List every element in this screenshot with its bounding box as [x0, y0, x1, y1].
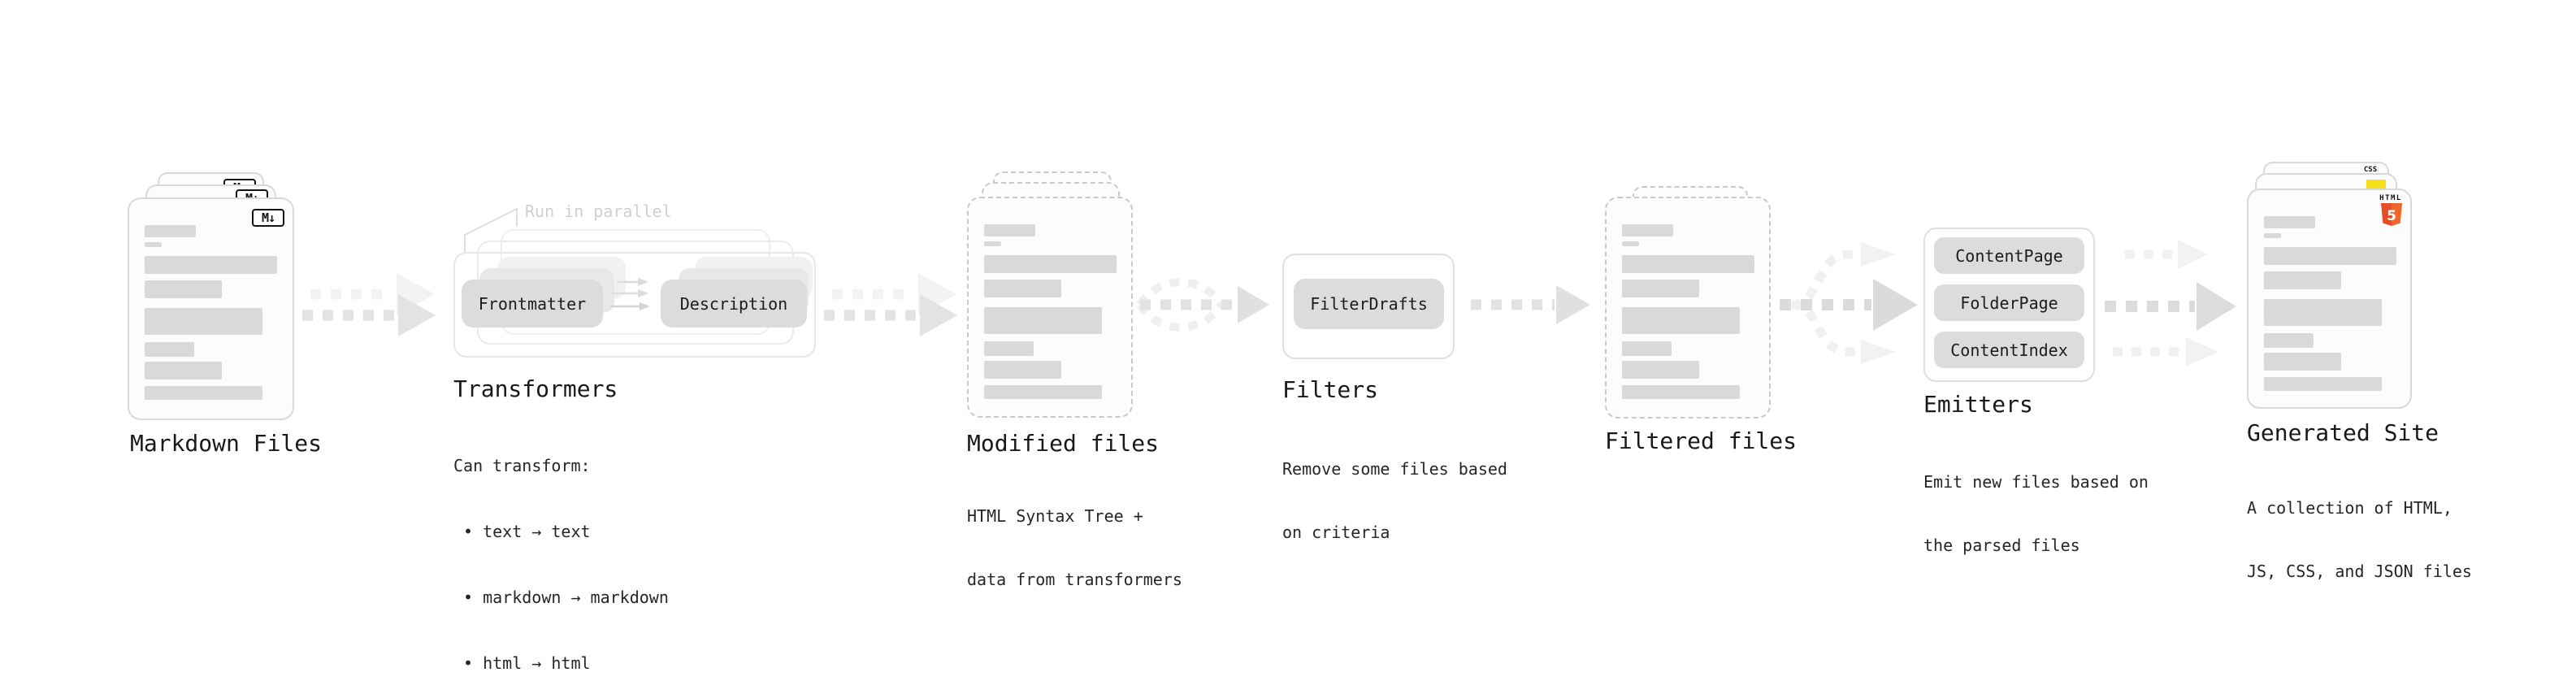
doc-text-bar	[1622, 280, 1699, 297]
generated-file-card: HTML 5	[2247, 189, 2412, 409]
caption-bullet: • markdown → markdown	[463, 588, 669, 607]
markdown-icon: M↓	[252, 209, 284, 227]
doc-text-bar	[984, 280, 1061, 297]
doc-text-bar	[145, 242, 162, 247]
arrow-transformers-to-modified	[824, 273, 957, 336]
emitter-box-contentpage: ContentPage	[1934, 237, 2084, 274]
transformer-box-description: Description	[661, 280, 807, 327]
doc-text-bar	[2264, 216, 2315, 228]
doc-text-bar	[2264, 377, 2382, 391]
doc-text-bar	[145, 256, 277, 274]
parallel-flow-arrows	[610, 278, 650, 310]
doc-text-bar	[984, 385, 1102, 399]
transformer-box-frontmatter: Frontmatter	[462, 280, 603, 327]
filter-box-filterdrafts: FilterDrafts	[1294, 279, 1444, 329]
doc-text-bar	[145, 386, 262, 400]
doc-text-bar	[984, 361, 1061, 379]
doc-text-bar	[984, 341, 1034, 356]
caption-line: A collection of HTML,	[2247, 498, 2452, 518]
caption-line: Remove some files based	[1282, 459, 1507, 479]
js-icon	[2366, 180, 2386, 189]
generated-site-caption: A collection of HTML, JS, CSS, and JSON …	[2247, 455, 2472, 624]
modified-file-card	[967, 197, 1133, 418]
filtered-files-label: Filtered files	[1605, 427, 1798, 454]
transformer-layer-front	[453, 252, 816, 358]
filters-caption: Remove some files based on criteria	[1282, 416, 1507, 585]
caption-line: JS, CSS, and JSON files	[2247, 562, 2472, 581]
run-in-parallel-annotation: Run in parallel	[525, 202, 672, 221]
doc-text-bar	[2264, 271, 2341, 289]
caption-line: Emit new files based on	[1923, 472, 2149, 492]
arrow-emitters-to-generated	[2105, 240, 2236, 367]
filtered-file-card	[1605, 197, 1771, 419]
annotation-callout-line	[464, 207, 518, 252]
caption-line: on criteria	[1282, 523, 1390, 542]
doc-text-bar	[145, 342, 194, 357]
doc-text-bar	[145, 280, 222, 298]
arrow-filtered-to-emitters	[1780, 242, 1918, 364]
modified-files-caption: HTML Syntax Tree + data from transformer…	[967, 463, 1182, 632]
doc-text-bar	[145, 225, 196, 237]
transformers-caption: Can transform: • text → text • markdown …	[453, 411, 669, 681]
doc-text-bar	[1622, 255, 1754, 273]
doc-text-bar	[984, 255, 1117, 273]
doc-text-bar	[2264, 299, 2382, 326]
emitters-label: Emitters	[1923, 391, 2033, 418]
html5-icon: HTML 5	[2379, 194, 2402, 226]
emitters-caption: Emit new files based on the parsed files	[1923, 429, 2149, 598]
doc-text-bar	[2264, 333, 2314, 348]
caption-line: the parsed files	[1923, 536, 2080, 555]
markdown-files-label: Markdown Files	[130, 430, 323, 457]
emitter-box-contentindex: ContentIndex	[1934, 332, 2084, 368]
doc-text-bar	[1622, 224, 1673, 236]
caption-line: Can transform:	[453, 456, 591, 475]
doc-text-bar	[1622, 341, 1672, 356]
caption-line: HTML Syntax Tree +	[967, 506, 1143, 526]
doc-text-bar	[2264, 247, 2396, 265]
caption-bullet: • html → html	[463, 653, 591, 673]
caption-line: data from transformers	[967, 570, 1182, 589]
doc-text-bar	[1622, 385, 1740, 399]
markdown-file-card: M↓	[128, 197, 294, 420]
transformers-label: Transformers	[453, 375, 618, 402]
doc-text-bar	[2264, 353, 2341, 371]
doc-text-bar	[984, 241, 1001, 246]
filters-label: Filters	[1282, 376, 1379, 403]
doc-text-bar	[984, 224, 1035, 236]
doc-text-bar	[1622, 361, 1699, 379]
arrow-markdown-to-transformers	[302, 273, 436, 336]
doc-text-bar	[1622, 307, 1740, 334]
generated-site-label: Generated Site	[2247, 419, 2439, 446]
doc-text-bar	[145, 308, 262, 335]
emitter-box-folderpage: FolderPage	[1934, 284, 2084, 321]
arrow-modified-to-filters	[1136, 278, 1269, 332]
arrow-filters-to-filtered	[1471, 285, 1590, 324]
html5-shield: 5	[2381, 203, 2402, 226]
svg-text:5: 5	[2387, 208, 2396, 224]
doc-text-bar	[1622, 241, 1639, 246]
modified-files-label: Modified files	[967, 430, 1160, 457]
doc-text-bar	[145, 362, 222, 380]
doc-text-bar	[984, 307, 1102, 334]
caption-bullet: • text → text	[463, 522, 591, 541]
doc-text-bar	[2264, 233, 2281, 238]
